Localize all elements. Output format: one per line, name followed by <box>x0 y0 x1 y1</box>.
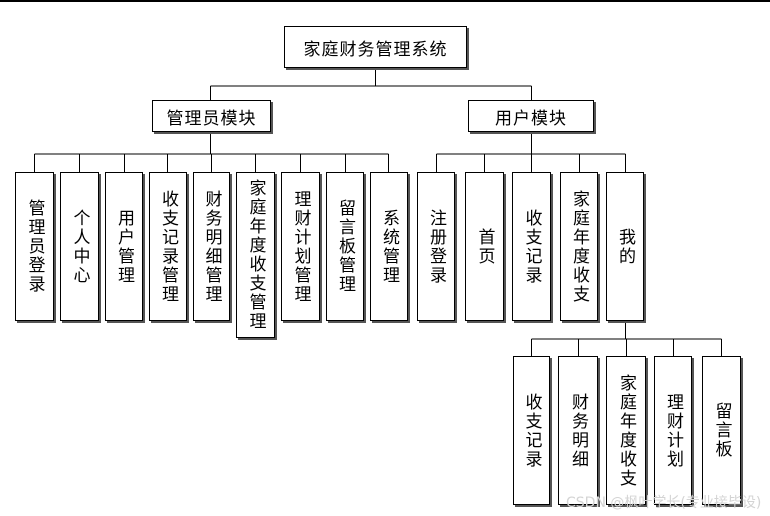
mine-item-node: 理财计划 <box>654 356 692 505</box>
user-module-node: 用户模块 <box>468 100 594 132</box>
admin-item-node: 理财计划管理 <box>281 172 320 321</box>
user-item-node: 收支记录 <box>512 172 551 321</box>
user-item-node: 首页 <box>465 172 504 321</box>
watermark: CSDN @枫叶学长(专业接毕设) <box>566 495 762 511</box>
admin-item-node: 管理员登录 <box>15 172 54 321</box>
admin-item-node: 留言板管理 <box>326 172 364 321</box>
admin-module-node: 管理员模块 <box>152 100 271 132</box>
mine-item-node: 家庭年度收支 <box>606 356 646 505</box>
admin-item-node: 家庭年度收支管理 <box>236 172 275 338</box>
root-node: 家庭财务管理系统 <box>284 26 467 68</box>
mine-node: 我的 <box>606 172 644 321</box>
mine-item-node: 收支记录 <box>513 356 550 505</box>
admin-item-node: 财务明细管理 <box>193 172 230 321</box>
admin-item-node: 系统管理 <box>370 172 408 321</box>
admin-item-node: 个人中心 <box>60 172 99 321</box>
user-item-node: 注册登录 <box>417 172 455 321</box>
admin-item-node: 收支记录管理 <box>149 172 187 321</box>
user-item-node: 家庭年度收支 <box>560 172 598 321</box>
mine-item-node: 留言板 <box>702 356 741 505</box>
admin-item-node: 用户管理 <box>105 172 143 321</box>
top-border-line <box>0 0 770 2</box>
mine-item-node: 财务明细 <box>558 356 598 505</box>
